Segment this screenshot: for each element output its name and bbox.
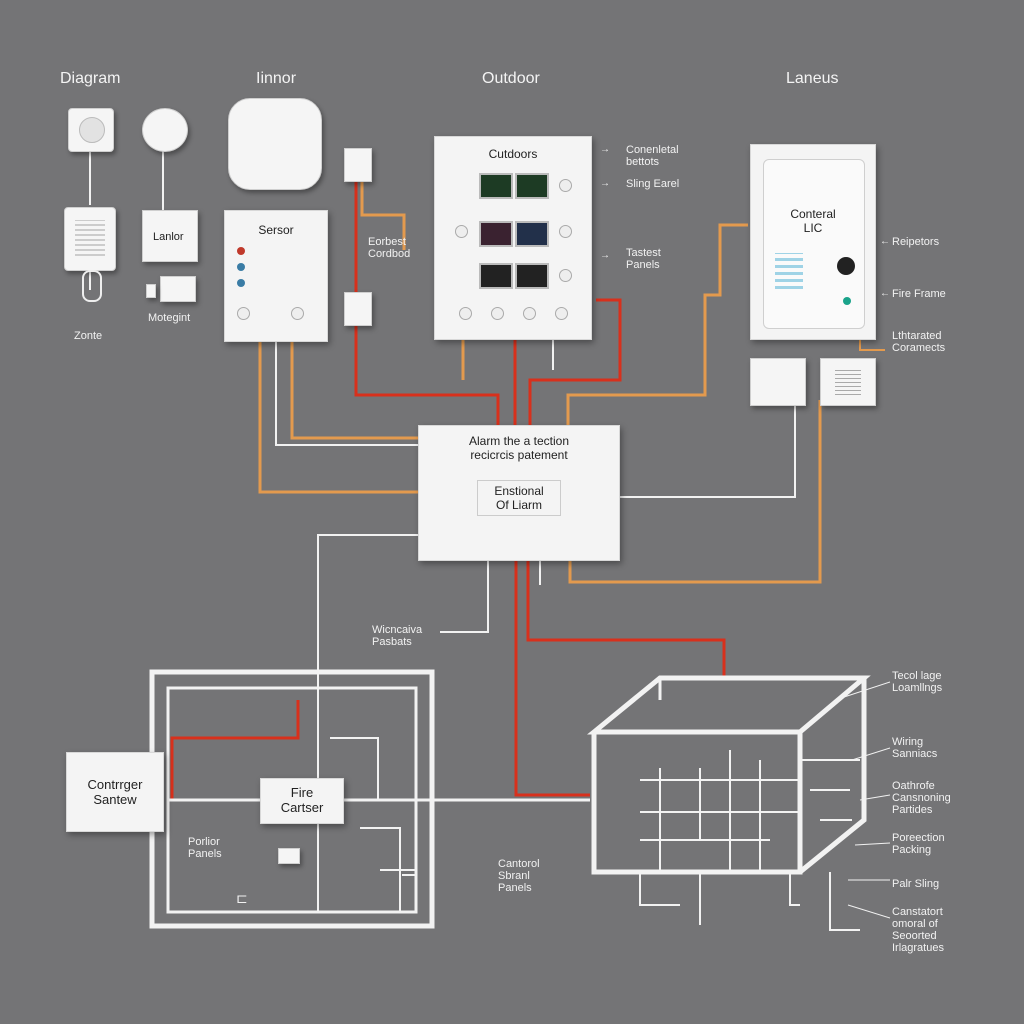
outdoor-callout-side: Eorbest Cordbod [368, 236, 411, 260]
control-panel-title: Conteral LIC [790, 207, 836, 235]
floorplan-symbol-icon: ⊏ [236, 890, 248, 906]
outdoor-callout-top: Conenletal bettots [626, 144, 679, 168]
building-callout-3: Oathrofe Cansnoning Partides [892, 780, 951, 816]
building-callout-6: Canstatort omoral of Seoorted Irlagratue… [892, 906, 944, 954]
motion-sensor-clip-icon [146, 284, 156, 298]
dome-sensor-icon [142, 108, 188, 152]
control-status-led [843, 297, 851, 305]
outdoor-screen-4 [515, 221, 549, 247]
outdoor-panel: Cutdoors [434, 136, 592, 340]
callout-arrow-3: → [600, 250, 610, 261]
outdoor-knob-7[interactable] [523, 307, 536, 320]
outdoor-callout-lower: Tastest Panels [626, 247, 661, 271]
floorplan-device-icon [278, 848, 300, 864]
outdoor-screen-3 [479, 221, 513, 247]
status-led-blue-2 [237, 279, 245, 287]
wall-switch-icon [344, 148, 372, 182]
sensor-panel-title: Sersor [258, 223, 294, 237]
outdoor-knob-4[interactable] [559, 269, 572, 282]
outdoor-panel-title: Cutdoors [488, 147, 538, 161]
outdoor-knob-1[interactable] [559, 179, 572, 192]
outdoor-screen-6 [515, 263, 549, 289]
wiring-label: Wicncaiva Pasbats [372, 624, 423, 648]
control-callout-mid: Fire Frame [892, 288, 946, 300]
outdoor-screen-1 [479, 173, 513, 199]
status-led-blue [237, 263, 245, 271]
central-box-title: Alarm the a tection recicrcis patement [468, 434, 570, 462]
central-panels-label: Cantorol Sbranl Panels [498, 858, 540, 894]
central-box-inner: Enstional Of Liarm [477, 480, 561, 516]
callout-arrow-2: → [600, 178, 610, 189]
fire-center-box: Fire Cartser [260, 778, 344, 824]
outdoor-screen-2 [515, 173, 549, 199]
header-diagram: Diagram [60, 70, 121, 87]
ceiling-sounder-icon [228, 98, 322, 190]
outdoor-callout-middle: Sling Earel [626, 178, 680, 190]
smoke-detector-icon [68, 108, 114, 152]
keychain-icon [82, 270, 102, 302]
outdoor-knob-8[interactable] [555, 307, 568, 320]
control-knob[interactable] [837, 257, 855, 275]
callout-arrow-4: ← [880, 236, 890, 247]
floorplan-panels-label: Porlior Panels [188, 836, 222, 860]
header-outdoor: Outdoor [482, 70, 540, 87]
building-callout-5: Palr Sling [892, 878, 940, 890]
sensor-knob-left[interactable] [237, 307, 250, 320]
keypad-device-icon [64, 207, 116, 271]
status-led-red [237, 247, 245, 255]
controller-box: Contrrger Santew [66, 752, 164, 832]
callout-arrow-5: ← [880, 288, 890, 299]
controller-box-title: Contrrger Santew [87, 777, 143, 807]
outdoor-knob-6[interactable] [491, 307, 504, 320]
sensor-panel: Sersor [224, 210, 328, 342]
control-callout-bottom: Lthtarated Coramects [892, 330, 946, 354]
vent-device-icon [820, 358, 876, 406]
zone-label: Zonte [74, 330, 103, 342]
building-callout-2: Wiring Sanniacs [892, 736, 938, 760]
motion-sensor-icon [160, 276, 196, 302]
outdoor-knob-2[interactable] [455, 225, 468, 238]
wall-switch-lower-icon [344, 292, 372, 326]
outdoor-screen-5 [479, 263, 513, 289]
sensor-knob-right[interactable] [291, 307, 304, 320]
fire-center-title: Fire Cartser [280, 785, 324, 815]
control-vent-icon [775, 253, 803, 289]
lanlor-label: Lanlor [153, 231, 184, 243]
central-box-inner-text: Enstional Of Liarm [494, 484, 544, 512]
building-callout-1: Tecol lage Loamllngs [892, 670, 943, 694]
control-callout-top: Reipetors [892, 236, 940, 248]
callout-arrow-1: → [600, 144, 610, 155]
header-lanes: Laneus [786, 70, 839, 87]
control-panel: Conteral LIC [750, 144, 876, 340]
motion-label: Motegint [148, 312, 191, 324]
outdoor-knob-5[interactable] [459, 307, 472, 320]
grille-device-icon [750, 358, 806, 406]
header-indoor: Iinnor [256, 70, 297, 87]
central-alarm-box: Alarm the a tection recicrcis patement E… [418, 425, 620, 561]
lanlor-device: Lanlor [142, 210, 198, 262]
building-callout-4: Poreection Packing [892, 832, 945, 856]
outdoor-knob-3[interactable] [559, 225, 572, 238]
